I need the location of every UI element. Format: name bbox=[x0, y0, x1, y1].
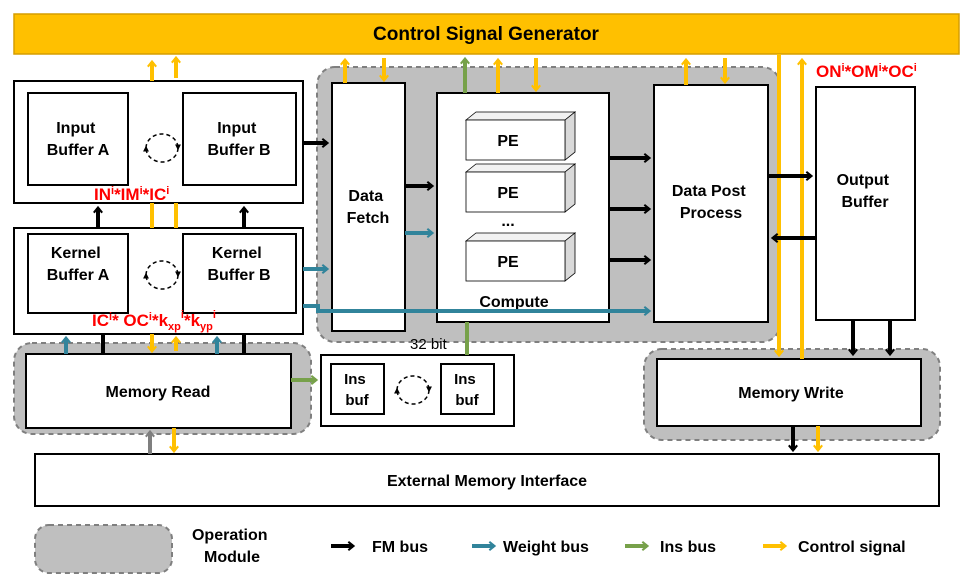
ins-bus-lines bbox=[291, 56, 470, 385]
kernel-buffer-b bbox=[182, 233, 297, 314]
external-memory-interface bbox=[34, 453, 940, 507]
memory-write bbox=[656, 358, 922, 427]
kernel-buffer-a bbox=[27, 233, 129, 314]
legend-control-signal-label: Control signal bbox=[798, 539, 906, 556]
input-buffer-a bbox=[27, 92, 129, 186]
pe-block-2: PE bbox=[464, 163, 577, 213]
pe-block-1: PE bbox=[464, 111, 577, 161]
input-buffer-size-formula: INi*IMi*ICi bbox=[94, 185, 169, 204]
input-buffer-a-label: Input Buffer A bbox=[47, 120, 110, 159]
compute-label: Compute bbox=[479, 294, 548, 311]
input-buffer-swap-icon bbox=[143, 133, 181, 163]
weight-bus-lines bbox=[61, 228, 652, 354]
memory-write-label: Memory Write bbox=[738, 385, 844, 402]
legend-operation-module-swatch bbox=[34, 524, 173, 574]
data-fetch-label: Data Fetch bbox=[347, 188, 390, 227]
ins-buf-swap-icon bbox=[394, 375, 432, 405]
legend-weight-bus-label: Weight bus bbox=[503, 539, 589, 556]
pe-block-3: PE bbox=[464, 232, 577, 282]
memory-read-label: Memory Read bbox=[106, 384, 211, 401]
legend: Operation Module FM bus Weight bus Ins b… bbox=[34, 524, 906, 574]
data-post-process bbox=[653, 84, 769, 323]
output-buffer-label: Output Buffer bbox=[837, 172, 894, 211]
output-buffer bbox=[815, 86, 916, 321]
data-fetch bbox=[331, 82, 406, 332]
legend-fm-bus-label: FM bus bbox=[372, 539, 428, 556]
legend-ins-bus-label: Ins bus bbox=[660, 539, 716, 556]
pe-ellipsis: ... bbox=[501, 213, 514, 230]
pe-label-1: PE bbox=[497, 133, 519, 150]
data-post-process-label: Data Post Process bbox=[672, 183, 750, 222]
input-buffer-b-label: Input Buffer B bbox=[207, 120, 270, 159]
memory-read bbox=[25, 353, 292, 429]
ins-buf-2-label: Ins buf bbox=[454, 371, 480, 409]
ins-width-label: 32 bit bbox=[410, 336, 448, 353]
kernel-buffer-swap-icon bbox=[143, 260, 181, 290]
legend-operation-module-label: Operation Module bbox=[192, 527, 272, 566]
output-buffer-size-formula: ONi*OMi*OCi bbox=[816, 62, 917, 81]
control-signal-lines bbox=[147, 54, 823, 454]
input-buffer-b bbox=[182, 92, 297, 186]
kernel-buffer-a-label: Kernel Buffer A bbox=[47, 245, 110, 284]
pe-label-2: PE bbox=[497, 185, 519, 202]
ins-buf-1 bbox=[330, 363, 385, 415]
kernel-buffer-b-label: Kernel Buffer B bbox=[207, 245, 270, 284]
ins-buf-2 bbox=[440, 363, 495, 415]
ins-buf-1-label: Ins buf bbox=[344, 371, 370, 409]
pe-label-3: PE bbox=[497, 254, 519, 271]
fm-bus-lines bbox=[93, 138, 895, 453]
external-memory-interface-label: External Memory Interface bbox=[387, 473, 587, 490]
control-signal-generator-label: Control Signal Generator bbox=[373, 24, 600, 45]
control-signal-generator bbox=[13, 13, 960, 55]
weight-bypass-line bbox=[303, 304, 652, 316]
kernel-buffer-size-formula: ICi* OCi*kxpi*kypi bbox=[92, 309, 216, 333]
